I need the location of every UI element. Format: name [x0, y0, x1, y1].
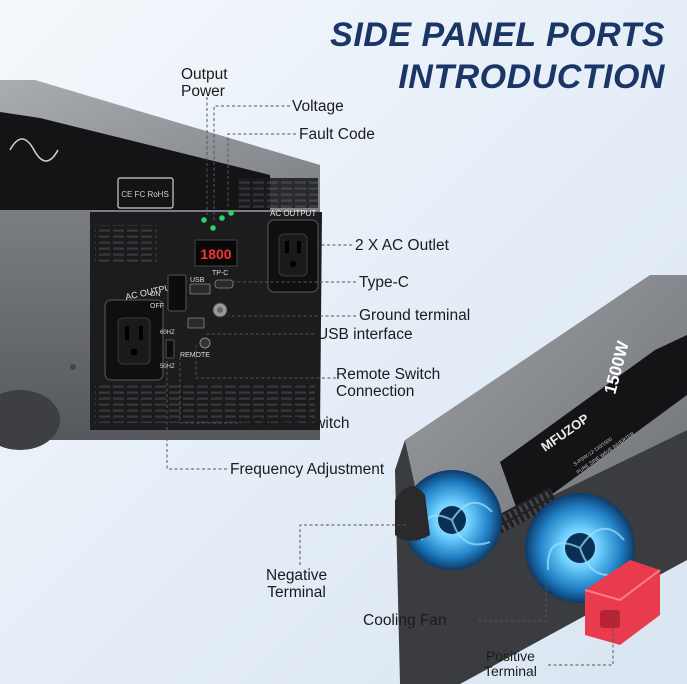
- label-voltage: Voltage: [292, 98, 344, 115]
- label-output-power-line1: Output: [181, 66, 228, 83]
- label-no-off-switch: NO/OFF Switch: [241, 415, 350, 432]
- label-positive-terminal: Positive Terminal: [484, 649, 537, 679]
- label-usb-interface: USB interface: [317, 326, 413, 343]
- label-output-power: Output Power: [181, 66, 228, 100]
- label-negative-terminal: Negative Terminal: [266, 567, 327, 601]
- off-print: OFF: [150, 303, 164, 310]
- label-cooling-fan: Cooling Fan: [363, 612, 447, 629]
- label-negative-terminal-line1: Negative: [266, 567, 328, 584]
- label-positive-terminal-line2: Terminal: [484, 663, 537, 679]
- title-line-1: SIDE PANEL PORTS: [330, 16, 665, 54]
- led-display: 1800: [200, 246, 231, 262]
- label-frequency-adjustment: Frequency Adjustment: [230, 461, 385, 478]
- usb-print: USB: [190, 277, 205, 284]
- label-ground-terminal: Ground terminal: [359, 307, 471, 324]
- right-inverter: MFUZOP 1500W S-PSW-12-110/1500 PURE SINE…: [395, 275, 687, 684]
- label-ac-outlet: 2 X AC Outlet: [355, 237, 449, 254]
- label-remote-switch-line1: Remote Switch: [336, 366, 441, 383]
- label-output-power-line2: Power: [181, 83, 225, 100]
- hz60-print: 60HZ: [160, 330, 175, 336]
- remote-print: REMOTE: [180, 352, 210, 359]
- left-inverter: CE FC RoHS AC OUTPUT AC OUTPUT: [0, 80, 322, 450]
- label-positive-terminal-line1: Positive: [485, 648, 535, 664]
- label-fault-code: Fault Code: [299, 126, 375, 143]
- leader-lines: [166, 97, 614, 666]
- label-remote-switch: Remote Switch Connection: [336, 366, 440, 400]
- label-negative-terminal-line2: Terminal: [267, 584, 326, 601]
- tpc-print: TP-C: [212, 270, 228, 277]
- ac-output-right-print: AC OUTPUT: [270, 209, 316, 218]
- hz50-print: 50HZ: [160, 364, 175, 370]
- label-remote-switch-line2: Connection: [336, 383, 415, 400]
- cert-print: CE FC RoHS: [121, 190, 169, 199]
- label-type-c: Type-C: [359, 274, 409, 291]
- title-line-2: INTRODUCTION: [398, 58, 665, 96]
- on-print: ON: [150, 291, 161, 298]
